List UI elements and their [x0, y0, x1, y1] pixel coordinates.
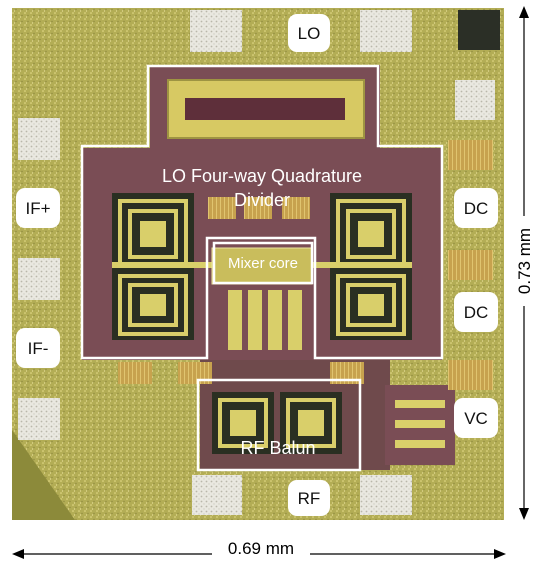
bond-pad-top-right — [360, 10, 412, 52]
left-block-3 — [330, 362, 364, 384]
pad-lo — [288, 14, 330, 52]
mixer-core-interconnect — [211, 247, 313, 350]
pad-dc-top-label: DC — [464, 199, 489, 218]
pad-lo-label: LO — [298, 24, 321, 43]
pad-if-plus-label: IF+ — [25, 199, 50, 218]
bond-pad-left-1 — [18, 118, 60, 160]
lo-feed-bar — [185, 98, 345, 120]
resistor-block-top-left — [208, 197, 236, 219]
lo-divider-outline — [80, 64, 444, 360]
pad-if-plus — [16, 188, 60, 228]
lo-divider-label-line2: Divider — [234, 190, 290, 210]
pad-vc — [454, 398, 498, 438]
mixer-core-label: Mixer core — [228, 255, 298, 272]
rf-balun-inductors — [212, 392, 342, 454]
bond-pad-left-3 — [18, 398, 60, 440]
width-dimension-arrow — [12, 537, 506, 561]
side-block-3 — [448, 360, 493, 390]
width-dimension-label: 0.69 mm — [228, 539, 294, 558]
inductor-right-bottom — [330, 268, 412, 340]
height-dimension-arrow — [512, 6, 536, 520]
height-dimension-label: 0.73 mm — [515, 228, 534, 294]
pad-vc-label: VC — [464, 409, 488, 428]
bond-pad-left-2 — [18, 258, 60, 300]
mixer-core-outline — [212, 241, 314, 285]
left-block-1 — [118, 362, 152, 384]
resistor-block-top-mid — [244, 197, 272, 219]
inductor-left-top — [112, 193, 194, 275]
pad-dc-top — [454, 188, 498, 228]
pad-rf — [288, 480, 330, 516]
rf-balun-outline — [196, 378, 362, 472]
bond-pad-top-left — [190, 10, 242, 52]
pad-if-minus — [16, 328, 60, 368]
bond-pad-bottom-right — [360, 475, 412, 515]
die-corner-bevel — [12, 430, 75, 520]
left-block-2 — [178, 362, 212, 384]
bond-pad-bottom-left — [192, 475, 242, 515]
pad-dc-bottom — [454, 292, 498, 332]
pad-dc-bottom-label: DC — [464, 303, 489, 322]
bond-pad-top-right-corner — [458, 10, 500, 50]
vc-structure — [395, 400, 445, 448]
side-block-1 — [448, 140, 493, 170]
pad-if-minus-label: IF- — [28, 339, 49, 358]
bond-pad-right-1 — [455, 80, 495, 120]
rf-balun-label: RF Balun — [240, 438, 315, 458]
lo-divider-label-line1: LO Four-way Quadrature — [162, 166, 362, 186]
side-block-2 — [448, 250, 493, 280]
inductor-left-bottom — [112, 268, 194, 340]
resistor-block-top-right — [282, 197, 310, 219]
pad-rf-label: RF — [298, 489, 321, 508]
